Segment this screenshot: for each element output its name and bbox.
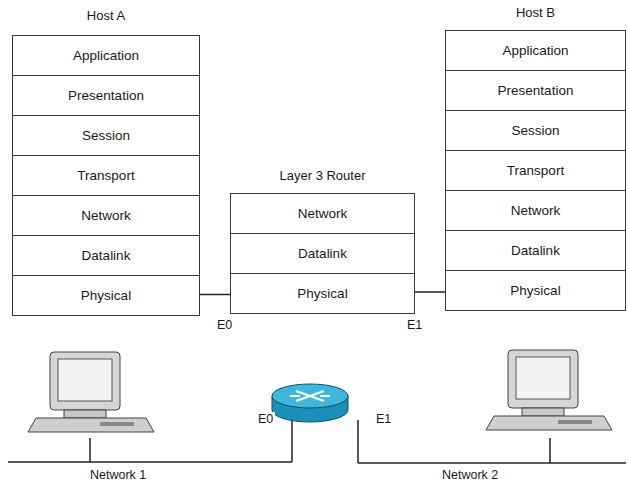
layer-box: Presentation <box>12 75 200 116</box>
host-b-computer <box>486 350 612 430</box>
network-label: Network 2 <box>440 468 500 483</box>
stack-title: Layer 3 Router <box>230 168 415 184</box>
protocol-stack: Host B ApplicationPresentationSessionTran… <box>445 5 626 312</box>
layer-box: Network <box>445 190 626 231</box>
layer-name: Application <box>502 43 568 58</box>
layer-box: Datalink <box>230 233 415 274</box>
layer-name: Session <box>511 123 559 138</box>
interface-label: E0 <box>256 412 275 427</box>
network-label: Network 1 <box>88 468 148 483</box>
layer-name: Application <box>73 48 139 63</box>
router-icon <box>272 384 348 422</box>
layer-name: Transport <box>77 168 134 183</box>
interface-label: E1 <box>374 412 393 427</box>
layer-name: Datalink <box>82 248 131 263</box>
layer-box: Network <box>230 193 415 234</box>
stack-title: Host A <box>12 8 200 24</box>
layer-box: Network <box>12 195 200 236</box>
layer-box: Transport <box>12 155 200 196</box>
layer-name: Session <box>82 128 130 143</box>
layer-name: Network <box>81 208 131 223</box>
layer-name: Presentation <box>498 83 574 98</box>
protocol-stack: Host A ApplicationPresentationSessionTran… <box>12 8 200 315</box>
layer-box: Datalink <box>12 235 200 276</box>
layer-box: Physical <box>12 275 200 316</box>
layer-name: Datalink <box>298 246 347 261</box>
layer-name: Physical <box>510 283 560 298</box>
layer-box: Transport <box>445 150 626 191</box>
layer-box: Session <box>12 115 200 156</box>
layer-box: Physical <box>445 270 626 311</box>
stack-title: Host B <box>445 5 626 21</box>
layer-name: Physical <box>297 286 347 301</box>
link-line <box>200 294 230 296</box>
layer-name: Network <box>511 203 561 218</box>
interface-label: E0 <box>215 318 234 333</box>
protocol-stack: Layer 3 RouterNetworkDatalinkPhysical <box>230 168 415 313</box>
layer-name: Physical <box>81 288 131 303</box>
layer-name: Network <box>298 206 348 221</box>
layer-box: Physical <box>230 273 415 314</box>
host-a-computer <box>28 352 154 432</box>
layer-box: Datalink <box>445 230 626 271</box>
layer-box: Application <box>12 35 200 76</box>
interface-label: E1 <box>405 318 424 333</box>
layer-name: Presentation <box>68 88 144 103</box>
layer-name: Transport <box>507 163 564 178</box>
layer-box: Presentation <box>445 70 626 111</box>
layer-name: Datalink <box>511 243 560 258</box>
layer-box: Session <box>445 110 626 151</box>
layer-box: Application <box>445 30 626 71</box>
link-line <box>415 291 445 293</box>
